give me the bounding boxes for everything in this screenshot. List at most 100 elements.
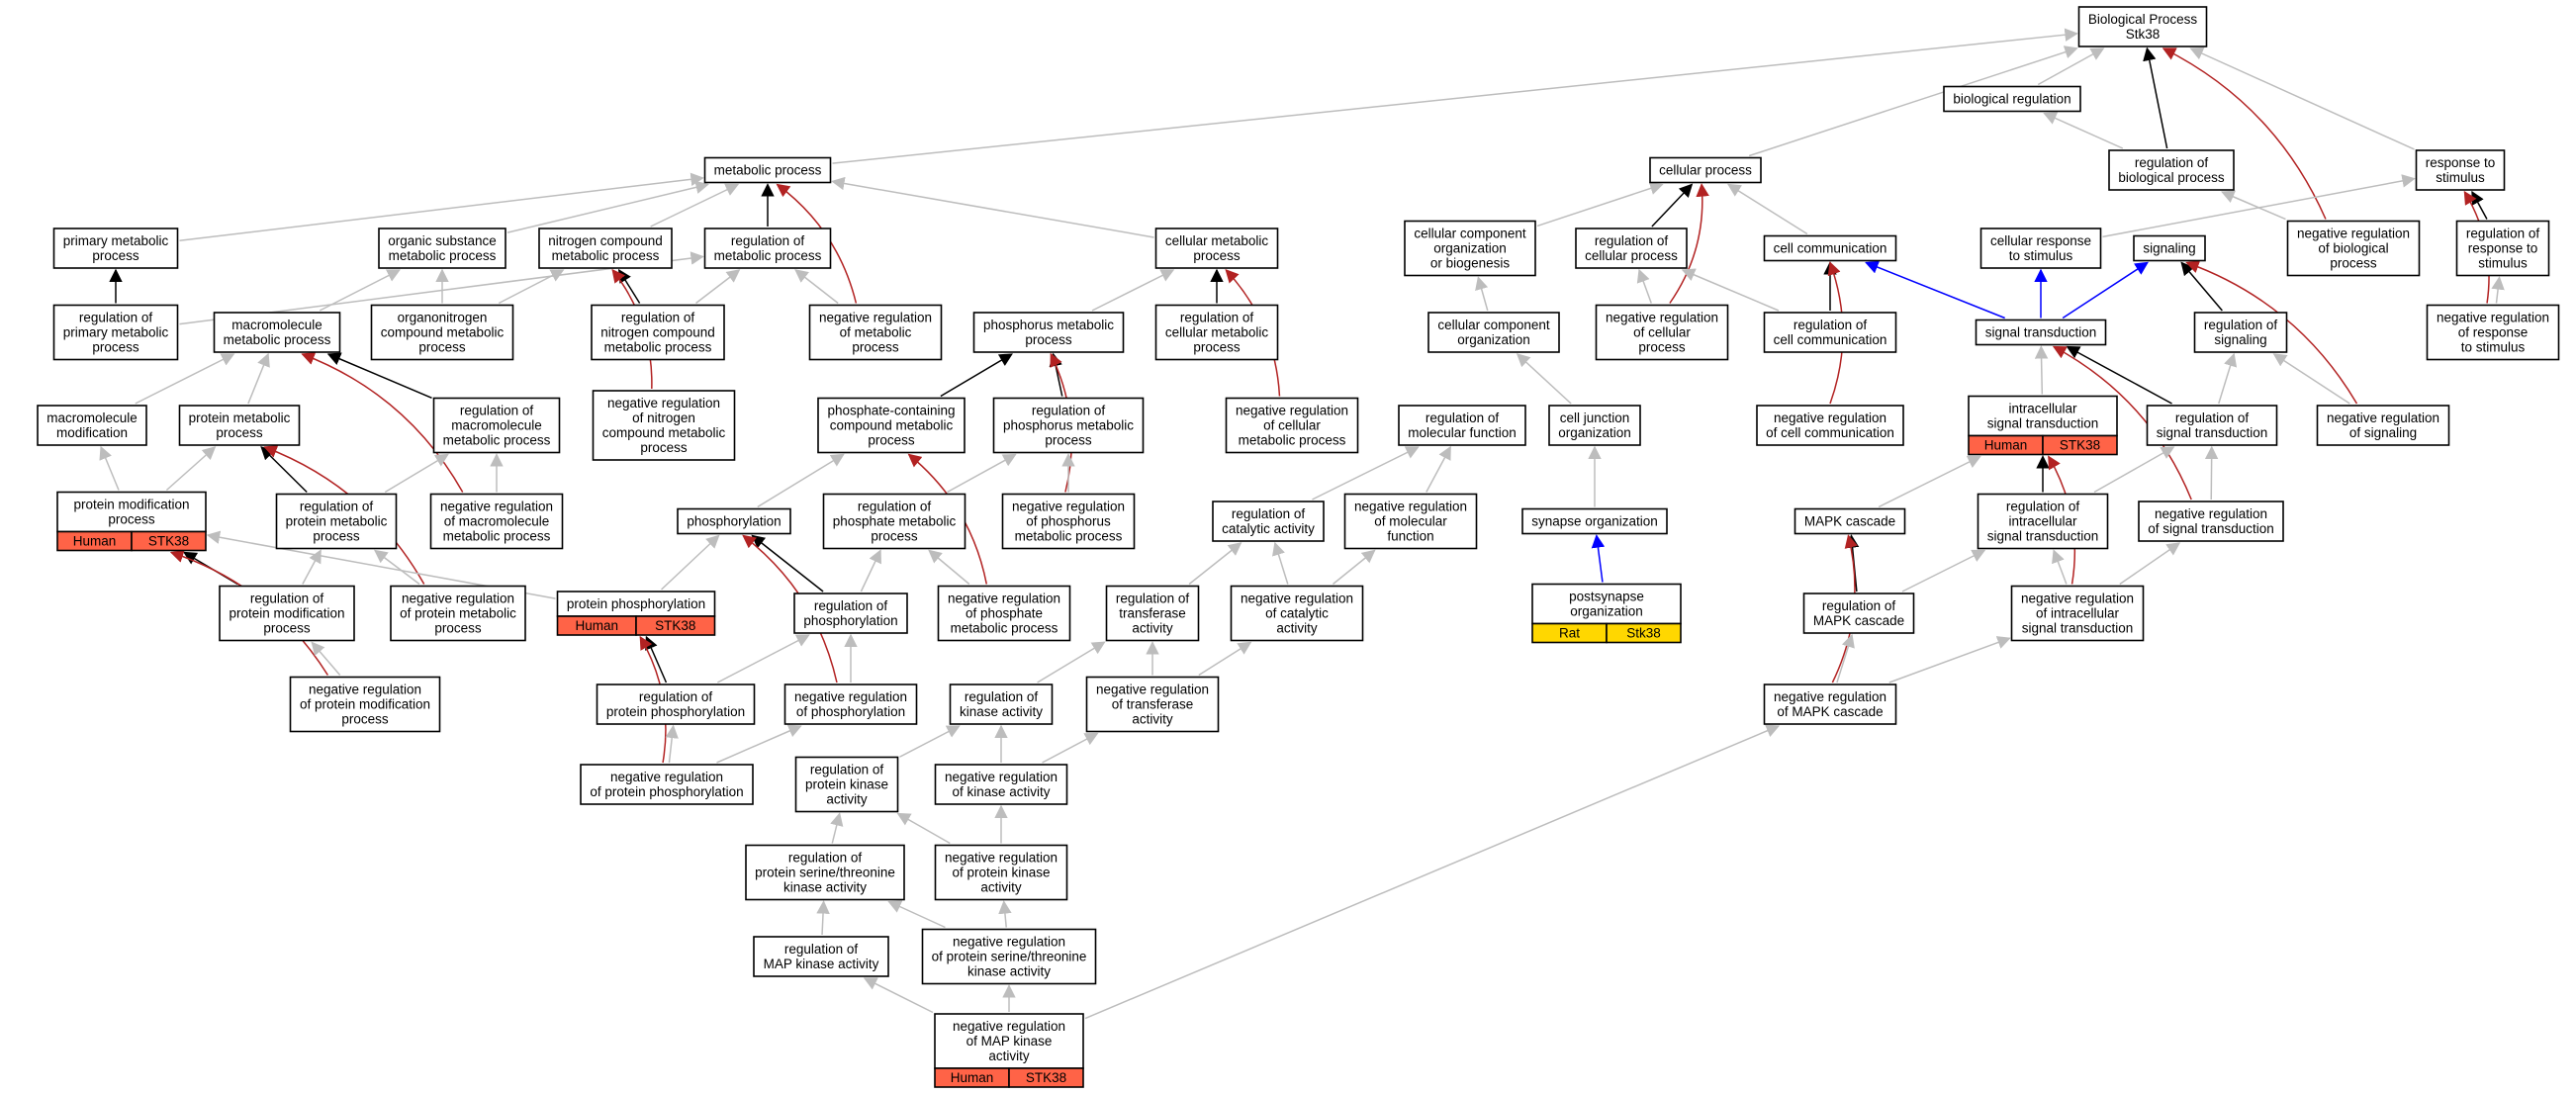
node-label-line: phosphate metabolic [833, 514, 957, 529]
node-label-line: negative regulation [1774, 689, 1886, 704]
edge-regkinase-to-regtrans [1037, 641, 1106, 684]
node-box [2138, 501, 2284, 542]
node-label-line: MAPK cascade [1813, 613, 1904, 628]
node-label-line: process [1638, 340, 1686, 355]
node-label-line: negative regulation [309, 683, 421, 697]
node-label-line: regulation of [810, 763, 884, 777]
node-label-line: kinase activity [960, 704, 1043, 719]
node-label-line: regulation of [788, 851, 863, 866]
node-label-line: process [341, 712, 389, 727]
node-label-line: of phosphorus [1026, 514, 1111, 529]
node-label-line: protein kinase [805, 777, 888, 792]
edge-regprotphos-to-regphosph [716, 634, 810, 684]
node-label-line: protein modification [73, 498, 189, 512]
node-label-line: negative regulation [945, 770, 1058, 784]
node-label-line: metabolic process [443, 529, 551, 544]
node-label-line: regulation of [1180, 311, 1254, 325]
node-label-line: biological regulation [1953, 92, 2070, 107]
node-label-line: or biogenesis [1430, 256, 1511, 271]
node-label-line: negative regulation [2327, 411, 2439, 425]
go-term-cellcomm: cell communication [1763, 234, 1897, 262]
node-label-line: signal transduction [2157, 425, 2268, 440]
annotation-gene: Stk38 [1626, 626, 1661, 641]
edge-negregtrans-to-negregcat [1198, 641, 1252, 677]
node-box [1154, 228, 1279, 269]
node-label-line: of protein kinase [952, 866, 1050, 880]
edge-negregintra-to-regintra [2052, 549, 2068, 585]
edge-protmet-to-macromet [247, 352, 270, 405]
node-box [2146, 405, 2278, 446]
node-label-line: of response [2458, 325, 2529, 340]
node-label-line: negative regulation [1236, 404, 1348, 418]
node-box [934, 844, 1068, 901]
node-label-line: of nitrogen [632, 411, 695, 425]
node-box [1427, 312, 1560, 353]
node-label-line: modification [56, 425, 128, 440]
node-label-line: process [313, 529, 360, 544]
node-box [703, 228, 832, 269]
node-box [2286, 220, 2421, 277]
node-label-line: signaling [2214, 332, 2266, 347]
node-box [1756, 405, 1904, 446]
node-label-line: signal transduction [1987, 416, 2099, 431]
node-box [37, 405, 147, 446]
node-box [1212, 501, 1325, 542]
node-label-line: process [868, 433, 915, 448]
edge-cellcomm-to-cellproc [1726, 183, 1808, 235]
node-label-line: regulation of [814, 598, 888, 613]
node-label-line: regulation of [858, 500, 932, 514]
node-label-line: biological process [2118, 170, 2225, 185]
go-term-signaling: signaling [2133, 234, 2206, 262]
node-box [596, 684, 756, 725]
edge-negregsig-to-regsig [2272, 353, 2350, 405]
node-box [992, 397, 1145, 454]
edge-negregphosph-to-regphosphmet [928, 549, 970, 586]
edge-negregsigtrans-to-regsigtrans [2204, 445, 2219, 501]
go-term-phosphorylation: phosphorylation [677, 507, 791, 535]
node-label-line: protein phosphorylation [606, 704, 745, 719]
node-label-line: nitrogen compound [600, 325, 715, 340]
node-label-line: transferase [1119, 606, 1186, 621]
node-label-line: compound metabolic [602, 425, 726, 440]
node-label-line: negative regulation [2297, 227, 2410, 241]
node-box [2010, 585, 2145, 642]
edge-protmod-to-macromod [99, 445, 120, 491]
edge-regcellcomm-to-regcell [1681, 268, 1780, 312]
edge-negregserthr-to-negregprotkin [998, 900, 1012, 928]
node-label-line: negative regulation [1774, 411, 1886, 425]
node-label-line: intracellular [2008, 402, 2077, 416]
edge-regnitro-to-nitro [618, 268, 641, 304]
edge-regresp-to-resp [2471, 190, 2488, 220]
node-label-line: regulation of [621, 311, 695, 325]
node-box [1548, 405, 1641, 446]
node-label-line: organic substance [388, 233, 497, 248]
node-label-line: of cell communication [1766, 425, 1894, 440]
node-label-line: primary metabolic [63, 233, 169, 248]
node-box [591, 304, 725, 361]
node-box [817, 397, 966, 454]
annotation-gene: STK38 [655, 618, 695, 633]
node-box [1085, 676, 1220, 733]
node-box [1968, 395, 2118, 437]
edge-negregmapk-to-regmapk [1836, 633, 1855, 684]
node-label-line: of signal transduction [2148, 521, 2274, 536]
edge-ccorg2-to-ccorg [1475, 276, 1489, 312]
node-label-line: process [92, 340, 139, 355]
edge-cellmet-to-metab [831, 176, 1154, 238]
edge-negregcat-to-regcat [1272, 541, 1289, 585]
node-box [219, 585, 355, 642]
node-label-line: negative regulation [948, 592, 1060, 606]
node-label-line: cellular response [1990, 233, 2091, 248]
node-label-line: of metabolic [840, 325, 912, 340]
node-label-line: process [1045, 433, 1092, 448]
node-label-line: of transferase [1112, 697, 1194, 712]
node-box [1154, 304, 1279, 361]
